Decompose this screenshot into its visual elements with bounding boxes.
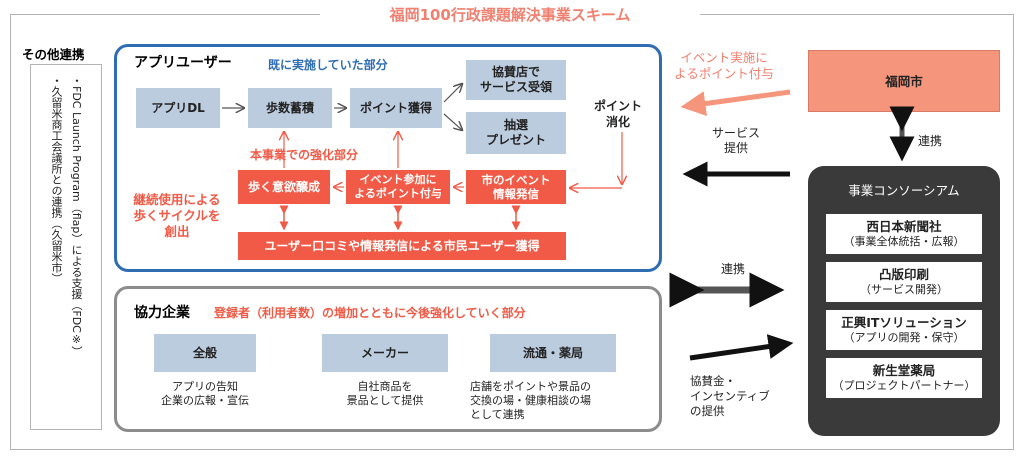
member-name: 正興ITソリューション [841, 315, 967, 330]
partner-maker-box: メーカー [322, 334, 448, 372]
consortium-heading: 事業コンソーシアム [848, 183, 960, 198]
existing-part-label: 既に実施していた部分 [268, 58, 388, 72]
funding-note: 協賛金・ インセンティブ の提供 [690, 374, 770, 418]
arrow-points-to-service [443, 84, 462, 103]
partner-general-desc: アプリの告知 企業の広報・宣伝 [161, 380, 249, 407]
page-title: 福岡100行政課題解決事業スキーム [320, 4, 700, 26]
points-box: ポイント獲得 [350, 88, 442, 128]
app-dl-box: アプリDL [136, 88, 220, 128]
strength-label: 本事業での強化部分 [250, 148, 359, 162]
other-link-line-1: ・FDC Launch Program（flap）による支援（FDC※） [70, 75, 83, 357]
arrow-points-to-lottery [443, 113, 462, 130]
member-name: 凸版印刷 [878, 267, 929, 282]
app-users-frame [114, 44, 662, 272]
other-link-line-2: ・久留米商工会議所との連携（久留米市） [50, 75, 63, 284]
event-points-box: イベント参加に よるポイント付与 [346, 170, 450, 204]
event-points-note: イベント実施に よるポイント付与 [674, 50, 774, 81]
partners-subheading: 登録者（利用者数）の増加とともに今後強化していく部分 [214, 306, 526, 320]
app-users-heading: アプリユーザー [134, 55, 232, 71]
member-role: （アプリの開発・保守） [843, 331, 965, 344]
member-role: （プロジェクトパートナー） [832, 379, 976, 392]
member-shinseido: 新生堂薬局 （プロジェクトパートナー） [826, 358, 982, 398]
member-role: （事業全体統括・広報） [843, 235, 965, 248]
motivation-box: 歩く意欲醸成 [238, 170, 330, 204]
arrow-funding [689, 334, 794, 361]
member-seiko-it: 正興ITソリューション （アプリの開発・保守） [826, 310, 982, 350]
member-name: 西日本新聞社 [866, 219, 942, 234]
city-link-label: 連携 [918, 134, 943, 148]
word-of-mouth-box: ユーザー口コミや情報発信による市民ユーザー獲得 [238, 232, 566, 260]
other-links-heading: その他連携 [22, 47, 85, 62]
other-links-box: ・久留米商工会議所との連携（久留米市） ・FDC Launch Program（… [30, 64, 102, 430]
partners-heading: 協力企業 [134, 305, 190, 321]
fukuoka-city-box: 福岡市 [808, 50, 1000, 112]
service-provision-note: サービス 提供 [711, 126, 760, 155]
member-nishinippon: 西日本新聞社 （事業全体統括・広報） [826, 214, 982, 254]
partner-retail-box: 流通・薬局 [490, 334, 616, 372]
cycle-label: 継続使用による 歩くサイクルを 創出 [133, 192, 221, 239]
partners-frame [114, 286, 662, 432]
arrow-city-to-app [680, 89, 791, 117]
partner-retail-desc: 店舗をポイントや景品の 交換の場・健康相談の場 として連携 [470, 380, 591, 421]
member-toppan: 凸版印刷 （サービス開発） [826, 262, 982, 302]
point-use-label: ポイント 消化 [593, 99, 642, 129]
partner-general-box: 全般 [154, 334, 256, 372]
member-role: （サービス開発） [860, 283, 948, 296]
steps-box: 歩数蓄積 [248, 88, 332, 128]
member-name: 新生堂薬局 [872, 363, 936, 378]
partner-maker-desc: 自社商品を 景品として提供 [346, 380, 424, 407]
service-box: 協賛店で サービス受領 [466, 60, 566, 100]
city-events-box: 市のイベント 情報発信 [466, 170, 566, 204]
lottery-box: 抽選 プレゼント [466, 112, 566, 154]
